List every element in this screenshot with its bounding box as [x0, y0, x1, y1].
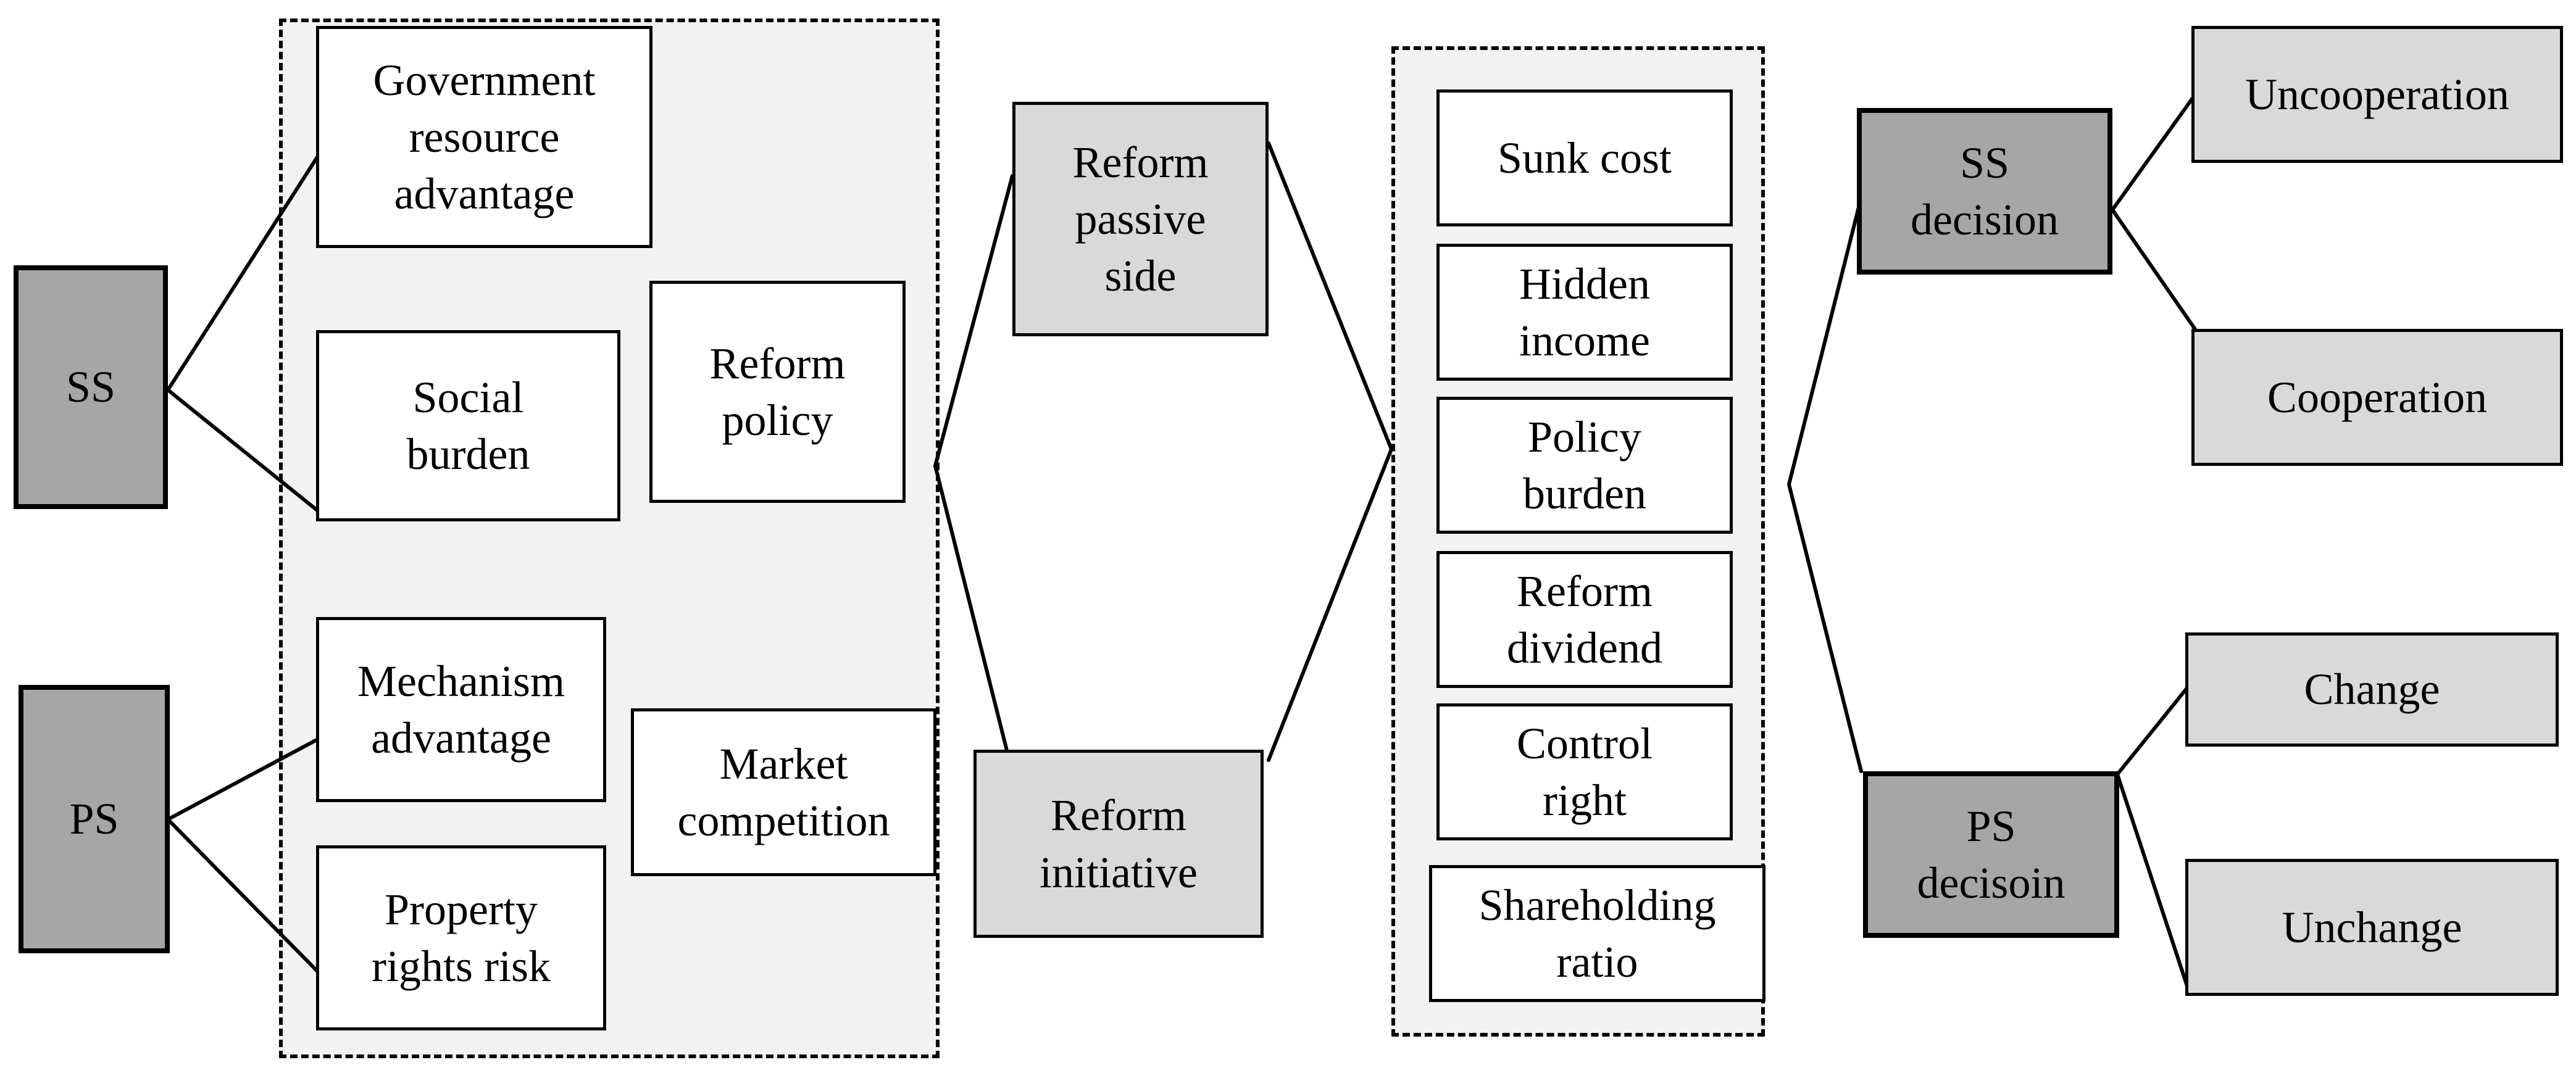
property-rights-risk-box: Property rights risk — [316, 845, 606, 1030]
edge-ssdecision-cooperation — [2111, 208, 2198, 332]
edge-factors-passive — [933, 174, 1014, 468]
edge-ssdecision-uncooperation — [2111, 92, 2198, 212]
market-competition-box: Market competition — [631, 708, 936, 876]
government-resource-advantage-box: Government resource advantage — [316, 26, 652, 248]
unchange-box: Unchange — [2185, 859, 2559, 996]
shareholding-ratio-box: Shareholding ratio — [1429, 865, 1765, 1002]
policy-burden-box: Policy burden — [1436, 397, 1733, 534]
reform-passive-side-box: Reform passive side — [1012, 102, 1269, 336]
edge-initiative-gamefactors — [1267, 447, 1393, 762]
edge-passive-gamefactors — [1267, 141, 1393, 451]
edge-psdecision-change — [2115, 683, 2191, 776]
edge-psdecision-unchange — [2115, 773, 2191, 995]
mechanism-advantage-box: Mechanism advantage — [316, 617, 606, 802]
control-right-box: Control right — [1436, 703, 1733, 840]
uncooperation-box: Uncooperation — [2191, 26, 2563, 163]
reform-dividend-box: Reform dividend — [1436, 551, 1733, 688]
ps-decision-box: PS decisoin — [1863, 771, 2119, 938]
ss-decision-box: SS decision — [1857, 108, 2112, 275]
reform-initiative-box: Reform initiative — [973, 750, 1264, 938]
ps-actor-box: PS — [19, 685, 170, 953]
sunk-cost-box: Sunk cost — [1436, 89, 1733, 226]
edge-gamefactors-ps-decision — [1787, 483, 1863, 773]
change-box: Change — [2185, 632, 2559, 747]
reform-policy-box: Reform policy — [649, 281, 906, 503]
ss-actor-box: SS — [14, 265, 168, 509]
edge-gamefactors-ss-decision — [1787, 196, 1863, 486]
cooperation-box: Cooperation — [2191, 329, 2563, 466]
social-burden-box: Social burden — [316, 330, 620, 521]
hidden-income-box: Hidden income — [1436, 244, 1733, 381]
edge-factors-initiative — [933, 464, 1009, 755]
